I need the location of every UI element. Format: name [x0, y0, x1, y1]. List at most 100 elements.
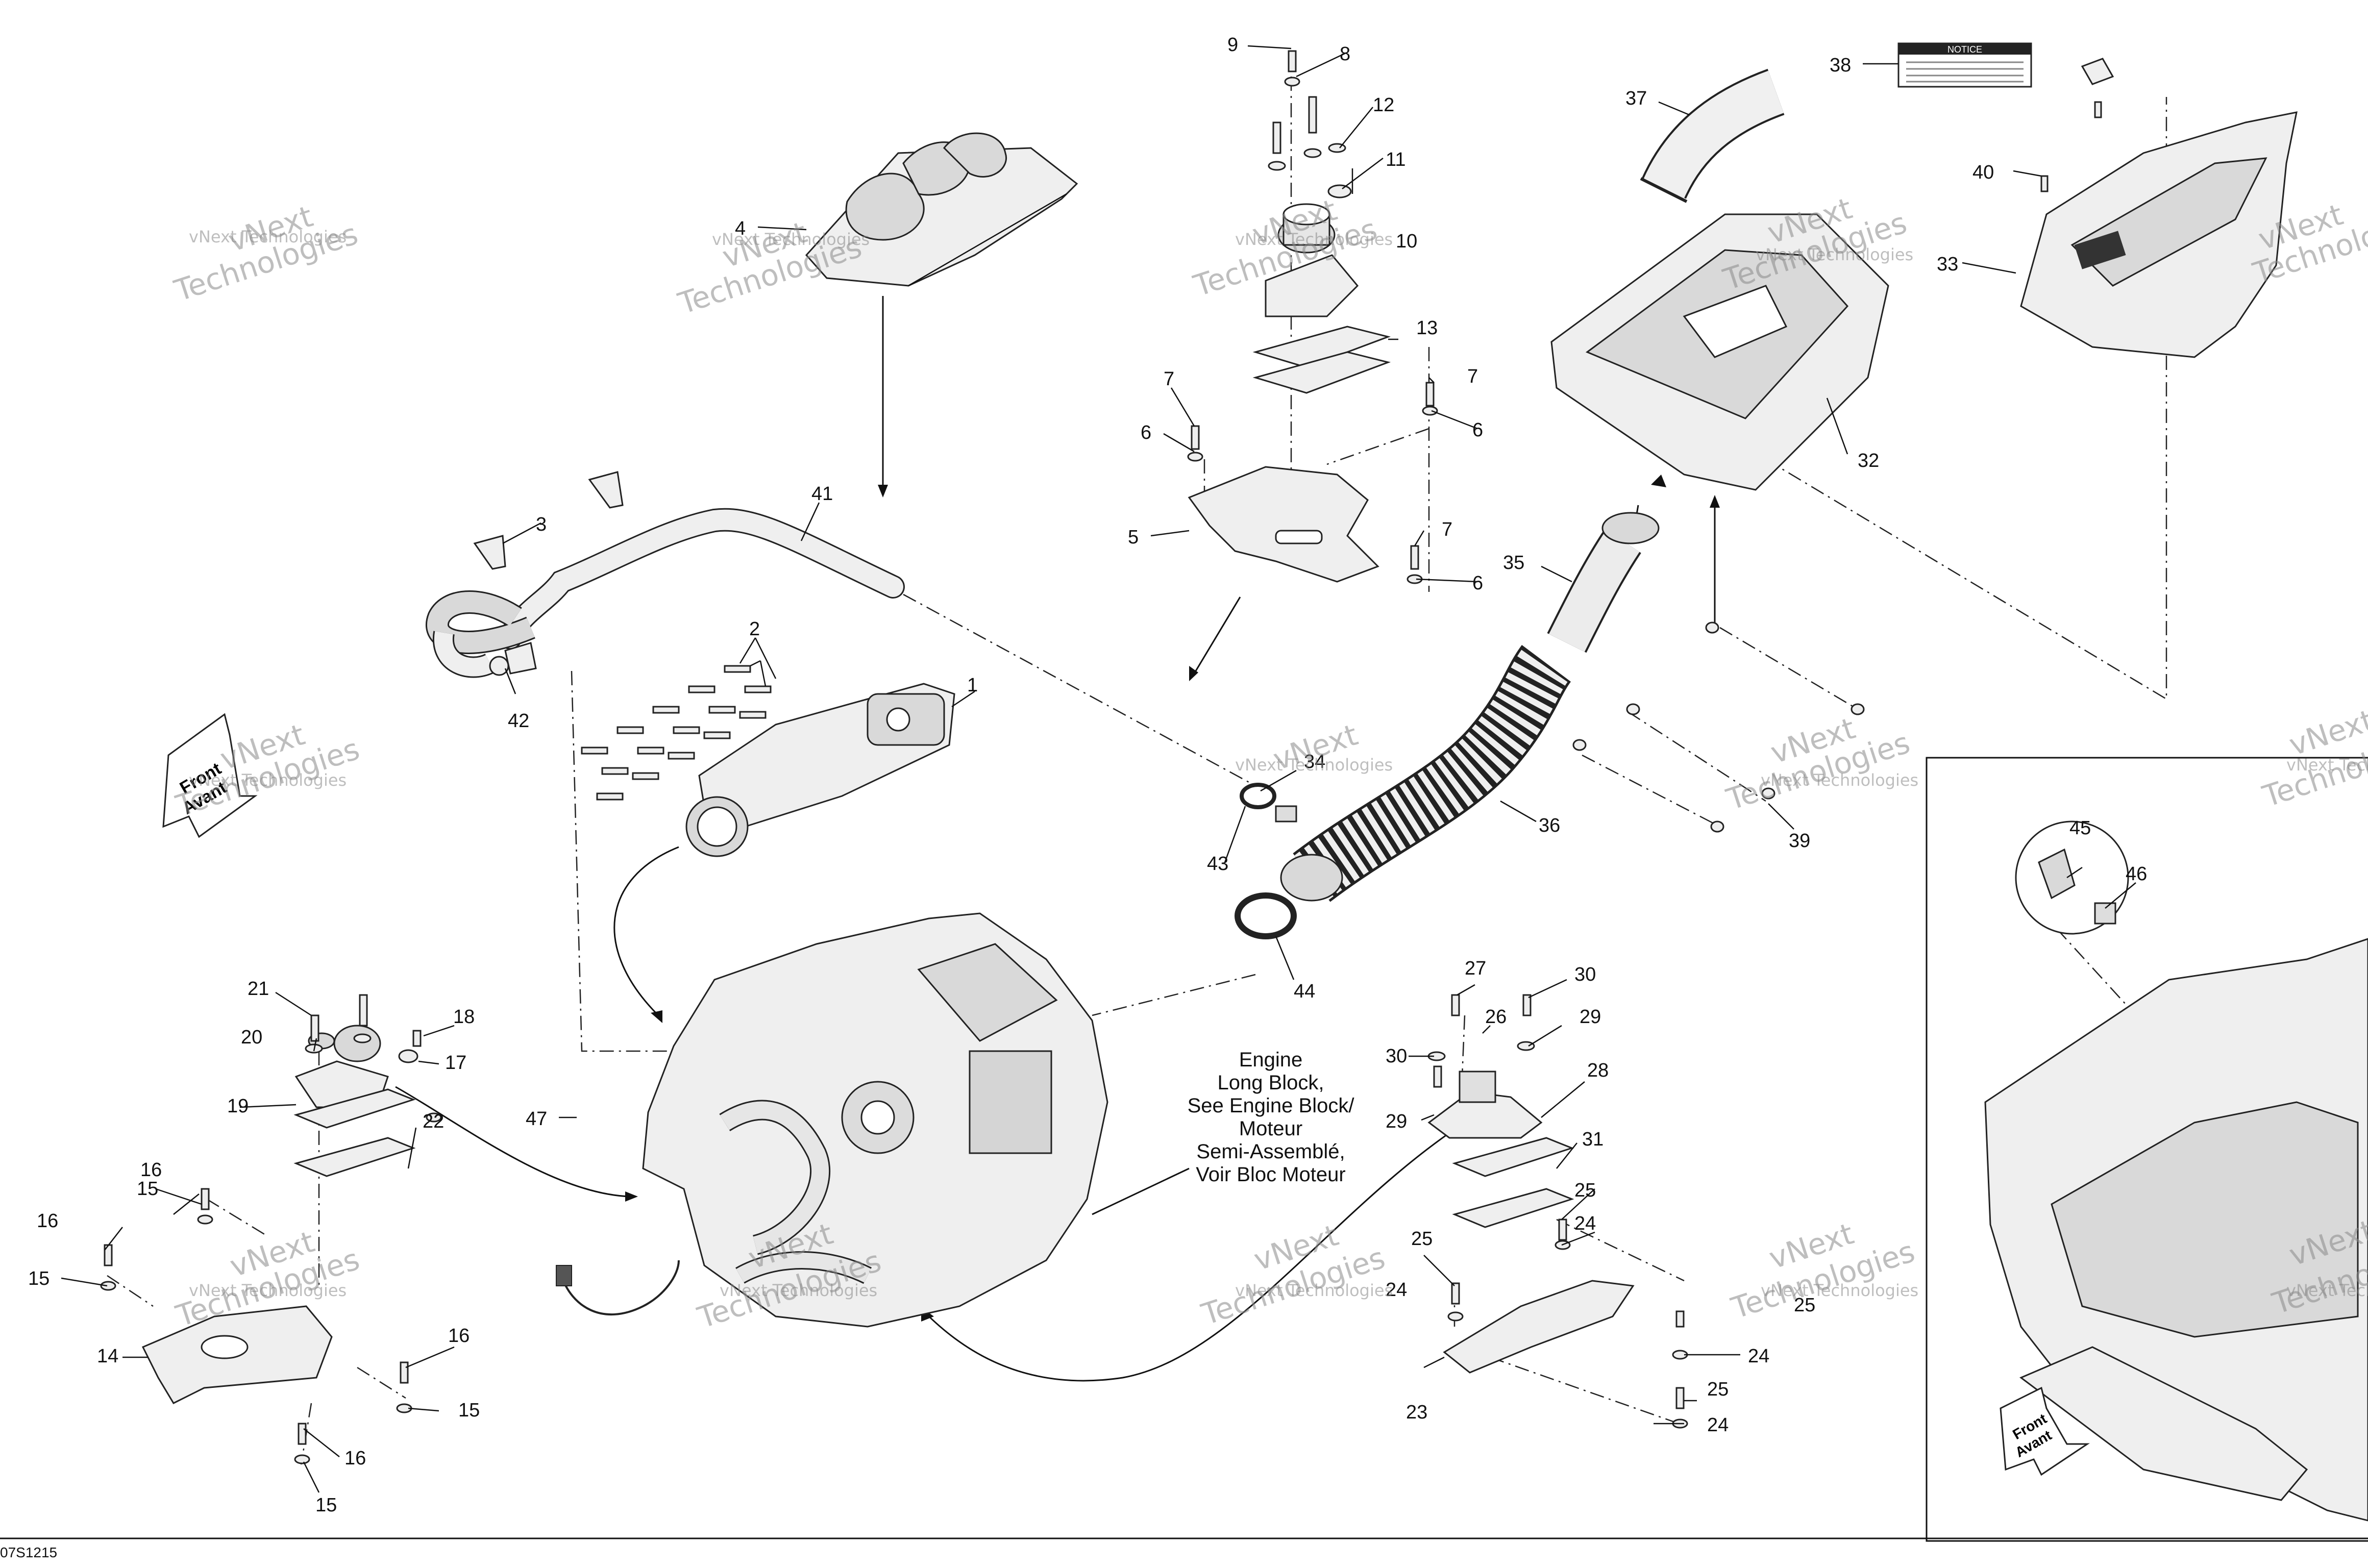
callout-leaders [61, 45, 2136, 1493]
callout-12: 12 [1373, 94, 1394, 116]
callout-3: 3 [536, 514, 547, 535]
callout-44: 44 [1294, 981, 1315, 1002]
callout-30a: 30 [1386, 1046, 1407, 1067]
callout-6b: 6 [1472, 573, 1483, 594]
callout-20: 20 [241, 1027, 262, 1048]
callout-25c: 25 [1794, 1295, 1815, 1316]
airbox-cover [2020, 111, 2298, 358]
callout-25d: 25 [1707, 1379, 1729, 1400]
callout-23: 23 [1406, 1402, 1427, 1423]
callout-41: 41 [811, 483, 833, 505]
mount-plate-5 [1188, 466, 1379, 583]
intake-hose-36 [1280, 645, 1571, 902]
callout-19: 19 [227, 1096, 249, 1117]
inset-frame [1926, 757, 2368, 1542]
callout-35: 35 [1503, 552, 1524, 574]
callout-27: 27 [1465, 958, 1486, 979]
callout-26: 26 [1485, 1006, 1507, 1028]
watermark-small: vNext Technologies [1756, 245, 1913, 264]
watermark-small: vNext Technologies [712, 230, 870, 249]
callout-24b: 24 [1386, 1279, 1407, 1301]
watermark-small: vNext Technologies [189, 1281, 347, 1300]
vent-hose [426, 508, 905, 678]
engine-note-line-2: Long Block, [1217, 1072, 1324, 1094]
drawing-code: 07S1215 [0, 1545, 57, 1560]
callout-6c: 6 [1472, 419, 1483, 441]
callout-22: 22 [423, 1111, 444, 1132]
callout-40: 40 [1972, 162, 1994, 183]
engine-bracket-23 [1443, 1280, 1635, 1374]
engine-note-line-6: Voir Bloc Moteur [1196, 1163, 1345, 1186]
callout-10: 10 [1396, 231, 1417, 252]
engine-note-line-1: Engine [1239, 1049, 1303, 1071]
throttle-body [685, 683, 955, 857]
callout-14: 14 [97, 1346, 118, 1367]
callout-1: 1 [967, 675, 978, 696]
callout-24a: 24 [1574, 1213, 1596, 1234]
watermark-small: vNext Technologies [189, 770, 347, 790]
callout-2: 2 [749, 618, 760, 640]
watermark-small: vNext Technologies [1235, 755, 1393, 775]
callout-21: 21 [248, 978, 269, 1000]
callout-29a: 29 [1386, 1111, 1407, 1132]
engine-note-line-4: Moteur [1239, 1117, 1303, 1140]
callout-25b: 25 [1411, 1228, 1433, 1250]
callout-15d: 15 [315, 1495, 337, 1516]
callout-34: 34 [1304, 751, 1325, 773]
callout-15a: 15 [137, 1178, 158, 1200]
callout-4: 4 [735, 218, 746, 239]
callout-16c: 16 [448, 1325, 470, 1347]
callout-30b: 30 [1574, 964, 1596, 985]
hose-clips [473, 471, 624, 675]
watermark-small: vNext Technologies [1761, 1281, 1918, 1300]
right-mount-28 [1427, 1071, 1574, 1228]
inset-detail: Front Avant [1984, 820, 2368, 1522]
callout-25a: 25 [1574, 1180, 1596, 1201]
callout-24c: 24 [1748, 1346, 1769, 1367]
engine-cover [805, 132, 1078, 287]
engine-long-block [556, 912, 1108, 1328]
callout-5: 5 [1128, 527, 1139, 548]
callout-16d: 16 [344, 1448, 366, 1469]
engine-note-line-5: Semi-Assemblé, [1196, 1140, 1345, 1163]
callout-45: 45 [2069, 817, 2091, 839]
callout-42: 42 [508, 710, 529, 732]
engine-note-line-3: See Engine Block/ [1188, 1094, 1355, 1117]
engine-note: Engine Long Block, See Engine Block/ Mot… [1092, 1049, 1355, 1215]
intake-tube-37 [1640, 68, 1785, 203]
front-arrow-left: Front Avant [162, 713, 258, 838]
callout-43: 43 [1207, 853, 1228, 875]
callout-46: 46 [2126, 863, 2147, 885]
callout-39: 39 [1789, 830, 1810, 852]
callout-15b: 15 [28, 1268, 50, 1289]
shims-13 [1252, 326, 1391, 394]
callout-7a: 7 [1164, 368, 1174, 390]
fasteners [100, 50, 2102, 1464]
watermark-small: vNext Technologies [720, 1281, 877, 1300]
callout-9: 9 [1227, 34, 1238, 56]
callout-18: 18 [453, 1006, 475, 1028]
watermark-small: vNext Technologies [1761, 770, 1918, 790]
callout-37: 37 [1625, 88, 1647, 109]
left-mount-19 [293, 1025, 416, 1177]
callout-13: 13 [1416, 317, 1438, 339]
intake-adapter-35 [1547, 512, 1660, 653]
airbox-base [1550, 213, 1889, 491]
notice-title: NOTICE [1947, 44, 1982, 55]
callout-numbers: 1 2 3 4 5 6 6 6 7 7 7 8 9 10 11 12 13 14… [28, 34, 2147, 1516]
callout-7c: 7 [1442, 519, 1452, 540]
callout-47: 47 [526, 1108, 547, 1130]
watermark-small: vNext Technologies [1235, 230, 1393, 249]
callout-36: 36 [1539, 815, 1560, 836]
callout-15c: 15 [458, 1400, 480, 1421]
upper-mount-10 [1265, 203, 1359, 317]
watermark-small: vNext Technologies [2286, 755, 2368, 775]
callout-24d: 24 [1707, 1414, 1729, 1436]
engine-bracket-14 [141, 1305, 333, 1404]
callout-16a: 16 [140, 1159, 162, 1181]
throttle-bolts [581, 637, 777, 801]
callout-17: 17 [445, 1052, 466, 1074]
clamps [1235, 783, 1297, 939]
callout-8: 8 [1340, 43, 1350, 65]
